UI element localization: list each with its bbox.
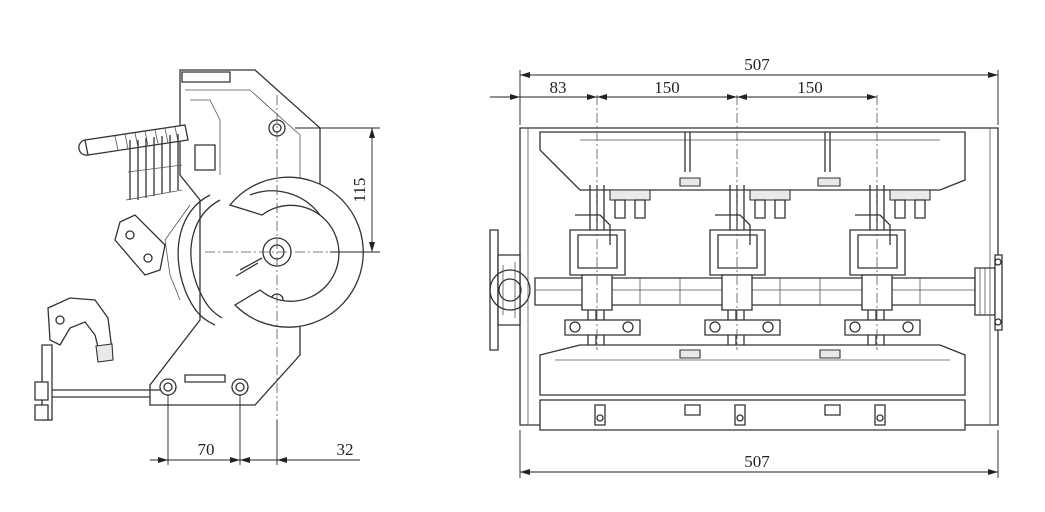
side-view bbox=[34, 69, 364, 421]
pole-assembly-3 bbox=[844, 185, 931, 345]
dim-115: 115 bbox=[350, 178, 369, 203]
left-bearing bbox=[489, 229, 531, 351]
dim-83: 83 bbox=[550, 78, 567, 97]
front-frame bbox=[519, 127, 999, 426]
front-view bbox=[489, 95, 1003, 431]
spring-arm bbox=[177, 194, 216, 326]
bottom-strip bbox=[539, 399, 966, 431]
latch-bracket bbox=[114, 214, 166, 276]
upper-bracket bbox=[181, 71, 231, 83]
dim-150-first: 150 bbox=[654, 78, 680, 97]
bottom-channel bbox=[539, 344, 966, 396]
pole-assembly-1 bbox=[564, 185, 651, 345]
bottom-slots bbox=[594, 404, 886, 426]
finger-contacts bbox=[78, 124, 189, 201]
front-dimensions: 507 83 150 150 507 bbox=[490, 55, 999, 478]
side-dimensions: 70 32 115 bbox=[150, 127, 380, 465]
linkage-arm bbox=[34, 297, 160, 421]
dim-70: 70 bbox=[198, 440, 215, 459]
top-channel bbox=[539, 131, 966, 191]
dim-507-top: 507 bbox=[744, 55, 770, 74]
pole-assembly-2 bbox=[704, 185, 791, 345]
right-bearing bbox=[974, 254, 1003, 331]
dim-32: 32 bbox=[337, 440, 354, 459]
dim-507-bottom: 507 bbox=[744, 452, 770, 471]
dim-150-second: 150 bbox=[797, 78, 823, 97]
